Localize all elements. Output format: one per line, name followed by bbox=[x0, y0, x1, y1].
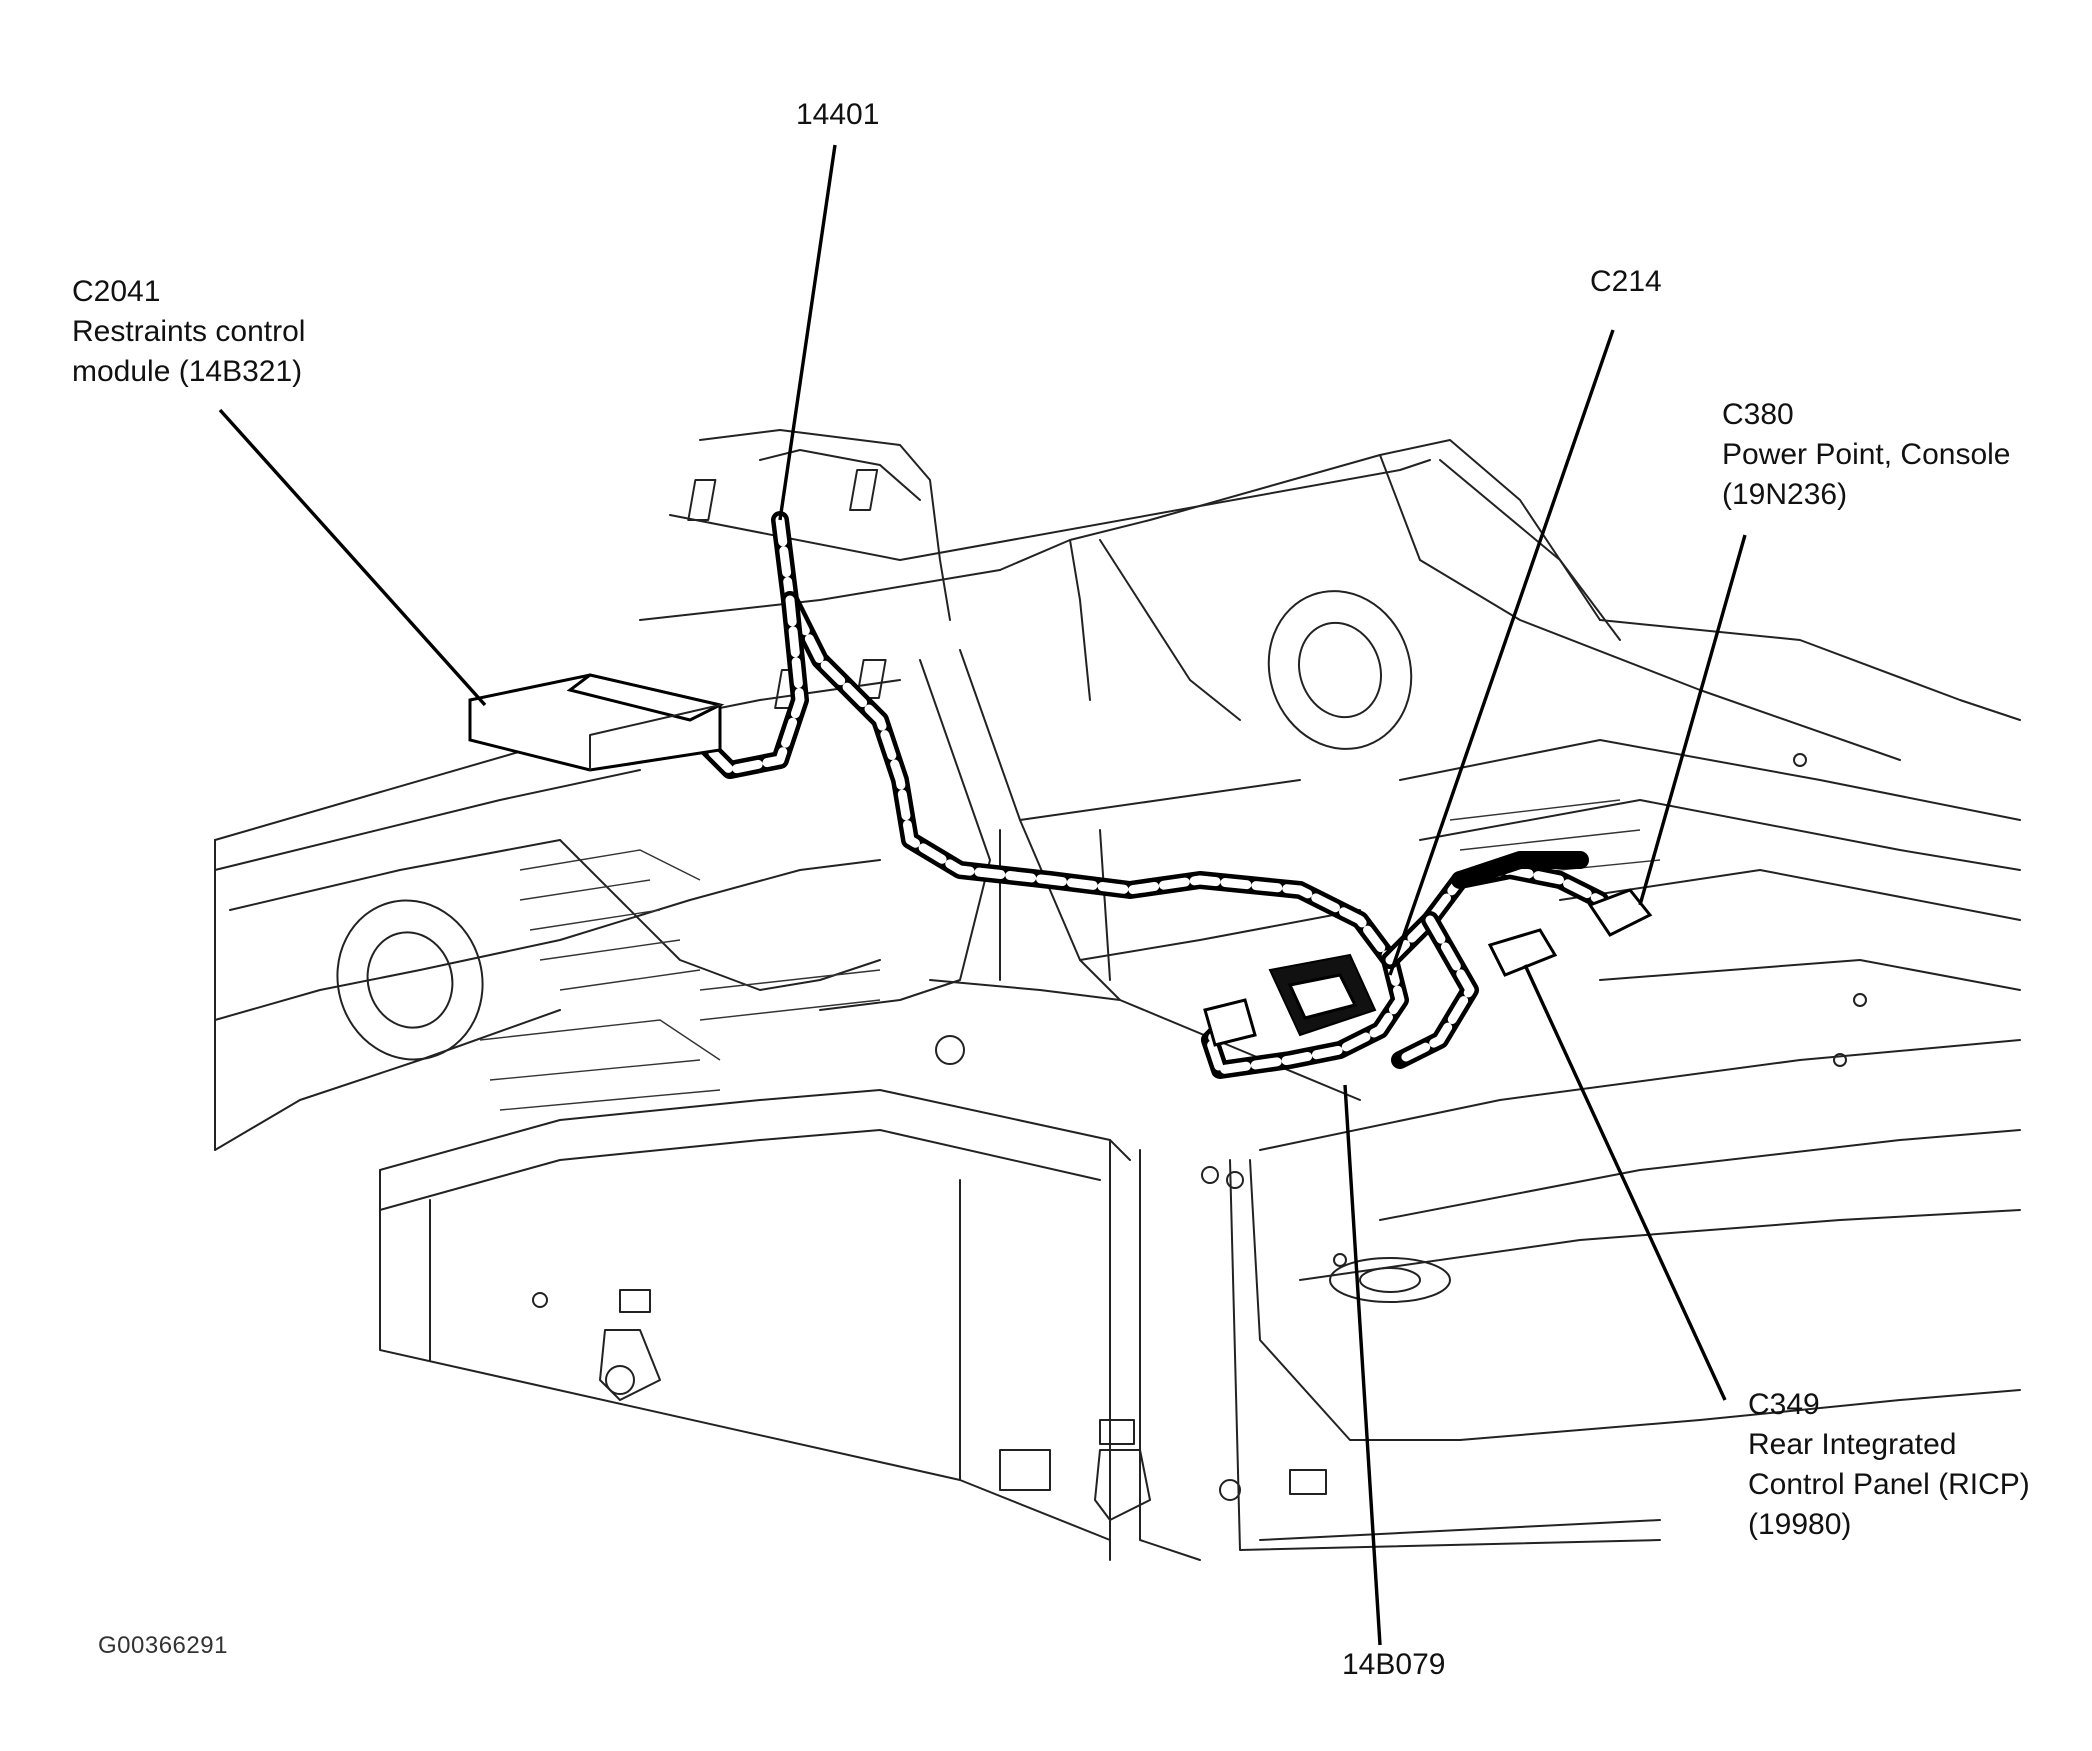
leader-14b079 bbox=[1343, 1084, 1382, 1646]
label-14b079: 14B079 bbox=[1342, 1648, 1446, 1681]
wiring-harness-14b079 bbox=[1201, 851, 1609, 1079]
label-c380-line1: Power Point, Console bbox=[1722, 438, 2011, 471]
label-c2041-code: C2041 bbox=[72, 275, 161, 308]
leader-14401 bbox=[778, 144, 837, 521]
figure-id: G00366291 bbox=[98, 1632, 228, 1659]
leader-c214 bbox=[1388, 329, 1615, 976]
leader-lines bbox=[218, 144, 1747, 1646]
label-c380-line2: (19N236) bbox=[1722, 478, 1848, 511]
connector-c349 bbox=[1487, 928, 1558, 977]
connector-c380 bbox=[1587, 888, 1653, 937]
label-c2041-line1: Restraints control bbox=[72, 315, 306, 348]
label-c380: C380 Power Point, Console (19N236) bbox=[1722, 395, 2011, 515]
leader-c349 bbox=[1523, 964, 1727, 1401]
label-c214: C214 bbox=[1590, 265, 1662, 298]
label-c349-line1: Rear Integrated bbox=[1748, 1428, 1957, 1461]
connector-c214 bbox=[1268, 953, 1377, 1037]
label-c349-line2: Control Panel (RICP) bbox=[1748, 1468, 2030, 1501]
leader-c2041 bbox=[218, 408, 487, 707]
label-c380-code: C380 bbox=[1722, 398, 1794, 431]
label-14401: 14401 bbox=[796, 98, 880, 131]
label-c349-line3: (19980) bbox=[1748, 1508, 1852, 1541]
connector-c213 bbox=[1203, 998, 1257, 1047]
label-c349-code: C349 bbox=[1748, 1388, 1820, 1421]
wiring-harness-14401 bbox=[691, 511, 1399, 969]
leader-c380 bbox=[1638, 534, 1747, 906]
label-c2041-line2: module (14B321) bbox=[72, 355, 303, 388]
label-c2041: C2041 Restraints control module (14B321) bbox=[72, 272, 305, 392]
label-c349: C349 Rear Integrated Control Panel (RICP… bbox=[1748, 1385, 2030, 1545]
restraints-control-module bbox=[468, 673, 725, 772]
